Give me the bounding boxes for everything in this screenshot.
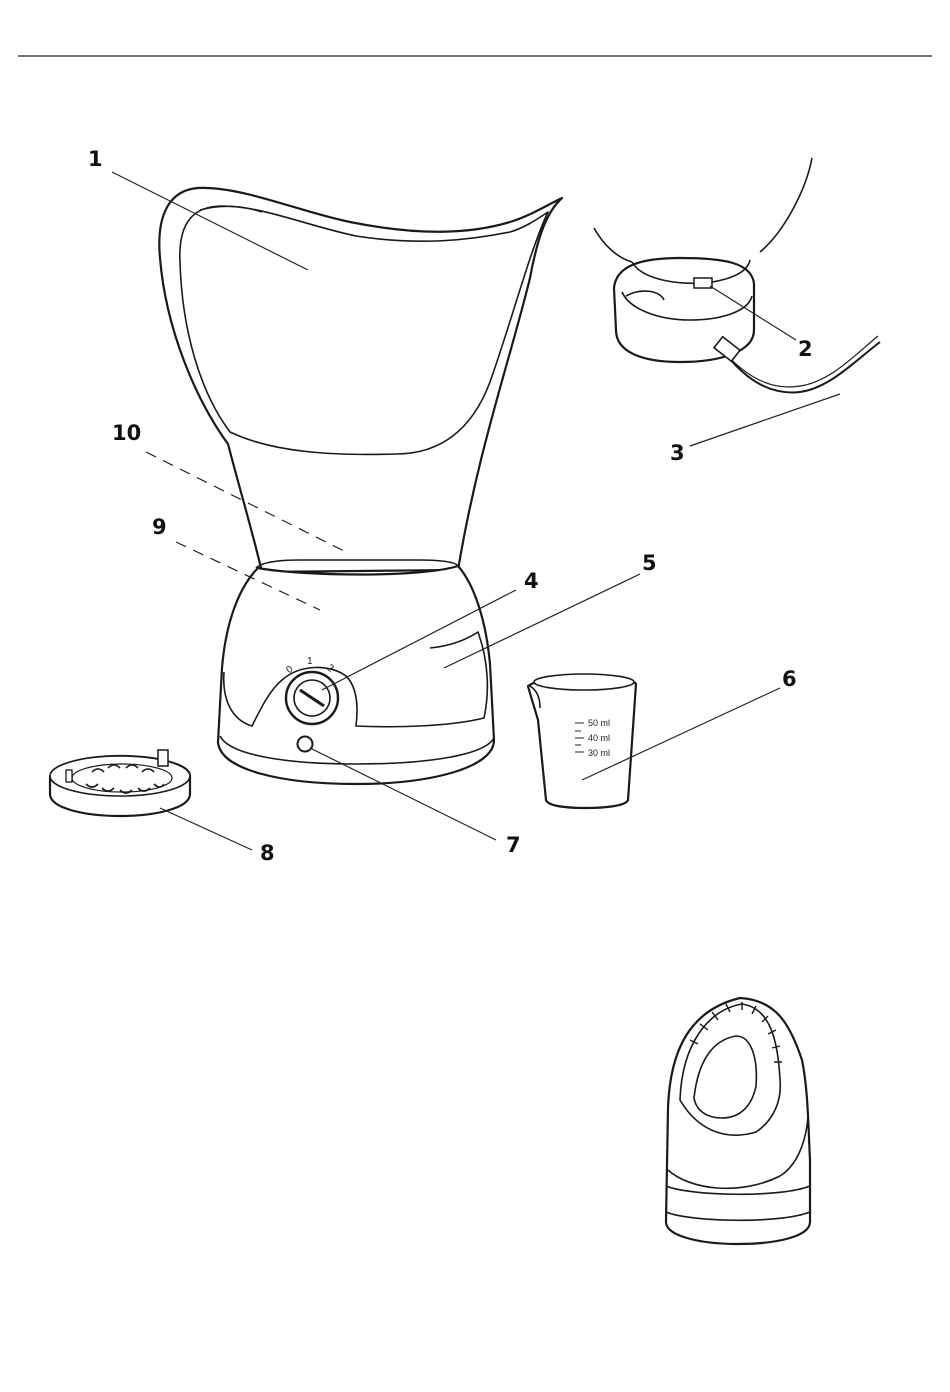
cup-scale-40: 40 ml bbox=[588, 733, 610, 743]
cup-scale-50: 50 ml bbox=[588, 718, 610, 728]
callout-9: 9 bbox=[152, 515, 167, 539]
power-switch bbox=[694, 278, 712, 288]
stored-device-illustration bbox=[666, 998, 810, 1244]
callout-2: 2 bbox=[798, 337, 813, 361]
measuring-cup: 50 ml 40 ml 30 ml bbox=[528, 674, 636, 808]
callout-7: 7 bbox=[506, 833, 521, 857]
dial-mark-1: 1 bbox=[307, 656, 313, 667]
aroma-filter-disc bbox=[50, 750, 190, 816]
callout-3: 3 bbox=[670, 441, 685, 465]
callout-4: 4 bbox=[524, 569, 539, 593]
indicator-light bbox=[298, 737, 313, 752]
callout-1: 1 bbox=[88, 147, 103, 171]
callout-8: 8 bbox=[260, 841, 275, 865]
callout-5: 5 bbox=[642, 551, 657, 575]
callout-6: 6 bbox=[782, 667, 797, 691]
cup-scale-30: 30 ml bbox=[588, 748, 610, 758]
callout-10: 10 bbox=[112, 421, 141, 445]
base-rear-detail bbox=[594, 158, 880, 392]
steam-mask bbox=[159, 188, 562, 578]
